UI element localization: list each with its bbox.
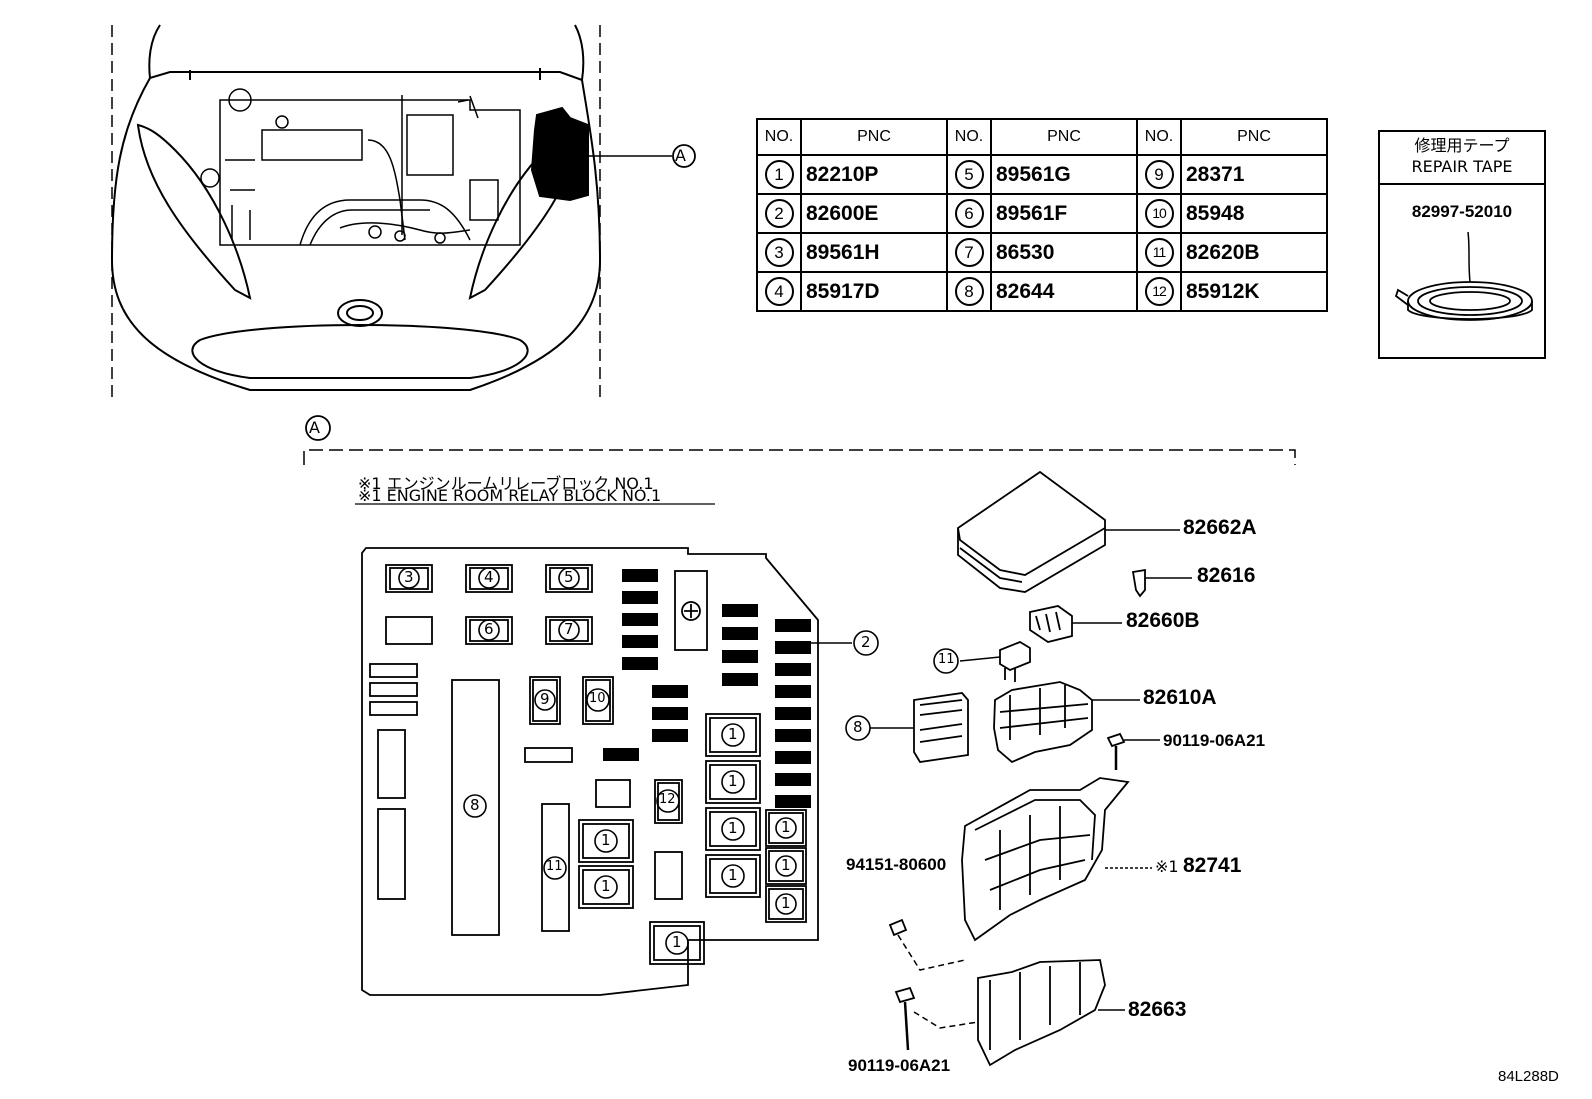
pnc-cell: 89561G <box>990 154 1138 195</box>
relay-block-title-en: ※1 ENGINE ROOM RELAY BLOCK NO.1 <box>358 486 662 505</box>
fuse-label: 4 <box>484 568 494 586</box>
fuse-label: 8 <box>470 796 480 814</box>
item-number: 5 <box>954 160 984 189</box>
fuse-label: 1 <box>601 877 611 895</box>
fuse-label: 3 <box>404 568 414 586</box>
table-row: 2 82600E 6 89561F 10 85948 <box>756 193 1328 234</box>
fuse-label: 1 <box>728 866 738 884</box>
fusebox-callout-circles <box>398 567 879 955</box>
item-number: 8 <box>954 277 984 306</box>
header-pnc: PNC <box>800 118 948 156</box>
vehicle-front-illustration <box>110 24 672 400</box>
fuse-label: 1 <box>672 933 682 951</box>
fuse-label: 9 <box>540 690 550 708</box>
table-row: 1 82210P 5 89561G 9 28371 <box>756 154 1328 195</box>
fuse-label: 1 <box>781 818 791 836</box>
label-case: 82741 <box>1183 854 1242 877</box>
pnc-cell: 82600E <box>800 193 948 234</box>
view-a-marker: A <box>675 146 686 165</box>
relay-block-title-jp: ※1 エンジンルームリレーブロック NO.1 <box>358 474 654 493</box>
fuse-label: 1 <box>728 725 738 743</box>
item-number: 4 <box>764 277 794 306</box>
relay-block-location <box>530 106 589 202</box>
item-number: 9 <box>1144 160 1174 189</box>
fuse-label: 10 <box>589 691 606 706</box>
section-a-marker-circle <box>305 415 331 441</box>
pnc-cell: 89561F <box>990 193 1138 234</box>
fuse-label: 11 <box>546 859 563 874</box>
pnc-cell: 89561H <box>800 232 948 273</box>
item-number: 7 <box>954 238 984 267</box>
fuse-label: 2 <box>861 633 871 651</box>
repair-tape-box: 修理用テープ REPAIR TAPE 82997-52010 <box>1378 130 1546 359</box>
pnc-cell: 82644 <box>990 271 1138 312</box>
diagram-id: 84L288D <box>1498 1068 1559 1085</box>
label-screw: 94151-80600 <box>846 855 947 874</box>
fuse-label: 12 <box>659 792 676 807</box>
pnc-cell: 28371 <box>1180 154 1328 195</box>
exploded-callout-circles <box>845 648 959 741</box>
section-a-bracket <box>303 449 1296 465</box>
fuse-label: 1 <box>728 772 738 790</box>
table-header-row: NO. PNC NO. PNC NO. PNC <box>756 118 1328 156</box>
item-number: 3 <box>764 238 794 267</box>
header-no: NO. <box>946 118 992 156</box>
fuse-label: 1 <box>601 831 611 849</box>
label-bolt-upper: 90119-06A21 <box>1163 731 1266 750</box>
label-bolt-lower: 90119-06A21 <box>848 1056 951 1075</box>
repair-tape-title: 修理用テープ REPAIR TAPE <box>1380 132 1544 185</box>
item-number: 10 <box>1144 199 1174 228</box>
pnc-cell: 85917D <box>800 271 948 312</box>
item-number: 12 <box>1144 277 1174 306</box>
repair-tape-title-jp: 修理用テープ <box>1414 136 1510 155</box>
label-lower-cover: 82663 <box>1128 998 1187 1021</box>
fusebox-layout <box>361 547 852 996</box>
fuse-label: 1 <box>781 894 791 912</box>
item-number: 1 <box>764 160 794 189</box>
item-number: 11 <box>1144 238 1174 267</box>
item-number: 6 <box>954 199 984 228</box>
pnc-cell: 86530 <box>990 232 1138 273</box>
label-clip: 82616 <box>1197 564 1256 587</box>
label-block-upper: 82610A <box>1143 686 1217 709</box>
section-a-marker: A <box>309 418 320 437</box>
fuse-label: 1 <box>728 819 738 837</box>
table-row: 3 89561H 7 86530 11 82620B <box>756 232 1328 273</box>
fuse-label: 6 <box>484 620 494 638</box>
view-a-marker-circle <box>672 144 696 168</box>
fuse-label: 1 <box>781 856 791 874</box>
header-no: NO. <box>756 118 802 156</box>
header-pnc: PNC <box>990 118 1138 156</box>
part-callout-number: 8 <box>853 718 863 736</box>
header-pnc: PNC <box>1180 118 1328 156</box>
repair-tape-title-en: REPAIR TAPE <box>1411 157 1513 176</box>
pnc-table: NO. PNC NO. PNC NO. PNC 1 82210P 5 89561… <box>756 118 1328 312</box>
label-connector: 82660B <box>1126 609 1200 632</box>
fuse-label: 5 <box>564 568 574 586</box>
fuse-label: 7 <box>564 620 574 638</box>
part-callout-number: 11 <box>938 652 955 667</box>
label-case-prefix: ※1 <box>1155 857 1179 876</box>
header-no: NO. <box>1136 118 1182 156</box>
repair-tape-part-number: 82997-52010 <box>1411 202 1513 221</box>
table-row: 4 85917D 8 82644 12 85912K <box>756 271 1328 312</box>
pnc-cell: 85912K <box>1180 271 1328 312</box>
item-number: 2 <box>764 199 794 228</box>
pnc-cell: 85948 <box>1180 193 1328 234</box>
repair-tape-roll <box>1394 231 1533 321</box>
pnc-cell: 82620B <box>1180 232 1328 273</box>
label-cover: 82662A <box>1183 516 1257 539</box>
pnc-cell: 82210P <box>800 154 948 195</box>
exploded-parts <box>870 470 1192 1067</box>
